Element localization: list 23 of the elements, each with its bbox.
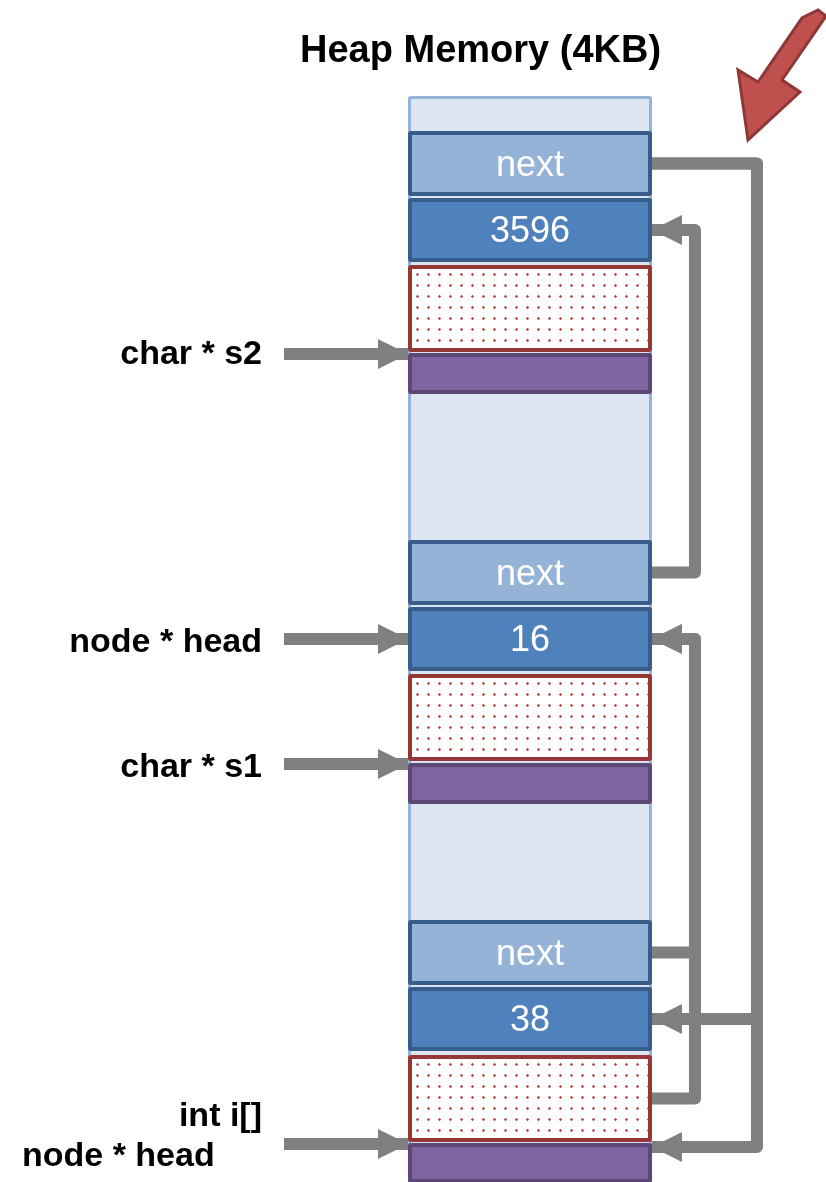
- arrow: [284, 624, 408, 654]
- arrow: [284, 749, 408, 779]
- memory-column: [408, 96, 652, 1182]
- memory-block: 38: [408, 987, 652, 1051]
- memory-block: [408, 1143, 652, 1182]
- memory-block: next: [408, 540, 652, 605]
- memory-block: next: [408, 131, 652, 196]
- variable-label: char * s2: [60, 332, 262, 372]
- memory-block: [408, 763, 652, 804]
- arrow: [284, 1129, 408, 1159]
- memory-block: [408, 674, 652, 761]
- variable-label: char * s1: [60, 745, 262, 785]
- memory-block: [408, 265, 652, 352]
- arrow: [284, 339, 408, 369]
- variable-label: node * head: [22, 1134, 215, 1174]
- variable-label: int i[]: [178, 1094, 262, 1134]
- variable-label: node * head: [10, 620, 262, 660]
- memory-block: next: [408, 920, 652, 985]
- memory-block: 16: [408, 607, 652, 671]
- diagram-title: Heap Memory (4KB): [300, 28, 662, 71]
- memory-block: [408, 1055, 652, 1142]
- memory-block: [408, 353, 652, 394]
- memory-block: 3596: [408, 198, 652, 262]
